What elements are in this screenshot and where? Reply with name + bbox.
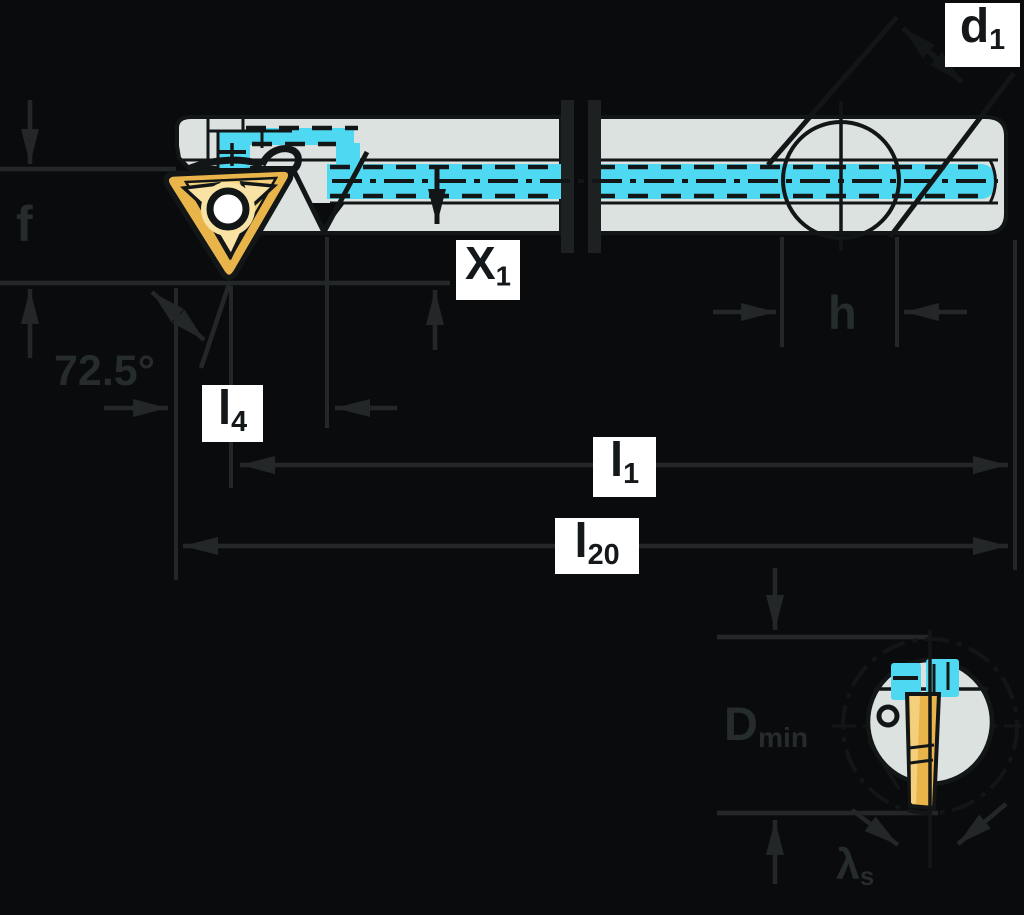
d1-tangent-lower xyxy=(888,71,1016,239)
label-h: h xyxy=(828,286,857,339)
angle-ref-line xyxy=(198,280,233,369)
pocket-right-wall xyxy=(321,150,370,234)
section-view xyxy=(832,630,1022,868)
section-diagonal xyxy=(867,740,901,790)
insert xyxy=(163,166,294,281)
d1-diameter-callout xyxy=(766,15,1016,251)
boring-bar-side-view xyxy=(163,15,1016,281)
label-f: f xyxy=(16,196,33,252)
section-insert xyxy=(904,692,942,811)
angle-double-arrow xyxy=(150,290,206,342)
d1-double-arrow xyxy=(901,26,964,84)
pocket-left-wall xyxy=(290,167,327,234)
insert-clamp xyxy=(186,145,302,173)
d1-tangent-upper xyxy=(766,15,899,167)
lambda-arrow-left xyxy=(850,808,900,847)
coolant-outlet-left xyxy=(891,663,921,700)
section-screw xyxy=(876,704,900,728)
insert-screw-hole xyxy=(206,187,250,231)
label-approach-angle: 72.5° xyxy=(54,347,155,395)
head-details xyxy=(206,118,292,166)
shank-break xyxy=(561,100,601,253)
coolant-channel xyxy=(216,128,995,199)
lambda-arrow-right xyxy=(956,802,1008,846)
